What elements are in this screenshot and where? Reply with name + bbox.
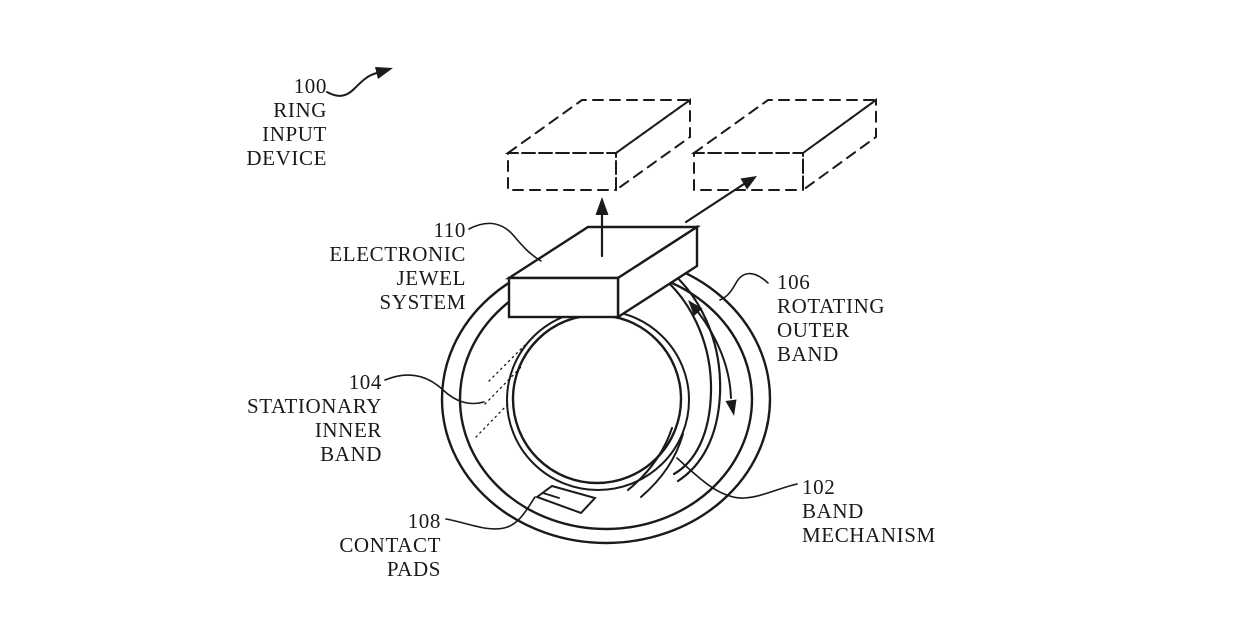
ref-number-100: 100 [293, 74, 327, 98]
ref-number-110: 110 [433, 218, 466, 242]
contact-pad-shape [534, 484, 597, 515]
ref-number-108: 108 [407, 509, 441, 533]
band-mechanism-line [627, 427, 673, 491]
inner-band-hatching [475, 335, 535, 438]
label-ring-input-device: 100 RING INPUT DEVICE [246, 74, 327, 170]
ref-number-102: 102 [802, 475, 836, 499]
label-contact-pads: 108 CONTACT PADS [339, 509, 441, 581]
label-rotating-outer-band: 106 ROTATING OUTER BAND [777, 270, 886, 366]
leader-108 [445, 496, 536, 530]
label-stationary-inner-band: 104 STATIONARY INNER BAND [247, 370, 382, 466]
jewel-front-face [507, 276, 620, 319]
band-back-rim-arc-2 [655, 259, 722, 483]
finger-hole-edge [511, 313, 683, 485]
ref-number-106: 106 [777, 270, 811, 294]
inner-band-outer-edge [506, 309, 690, 491]
leader-106 [719, 272, 769, 301]
jewel-to-left-box-arrow [595, 197, 609, 258]
leader-104 [384, 374, 485, 405]
ref-100-arrow [326, 67, 393, 97]
leader-lines [384, 222, 798, 530]
rotation-direction-arrow [688, 300, 737, 416]
band-back-rim-arc [646, 264, 713, 476]
label-band-mechanism: 102 BAND MECHANISM [802, 475, 936, 547]
band-mechanism-line-2 [640, 433, 684, 498]
jewel-to-right-box-arrow [684, 176, 757, 224]
leader-110 [468, 222, 542, 262]
phantom-box-left [504, 98, 694, 192]
label-electronic-jewel-system: 110 ELECTRONIC JEWEL SYSTEM [329, 218, 466, 314]
ref-number-104: 104 [348, 370, 382, 394]
leader-102 [676, 457, 798, 499]
phantom-box-right [690, 98, 880, 192]
